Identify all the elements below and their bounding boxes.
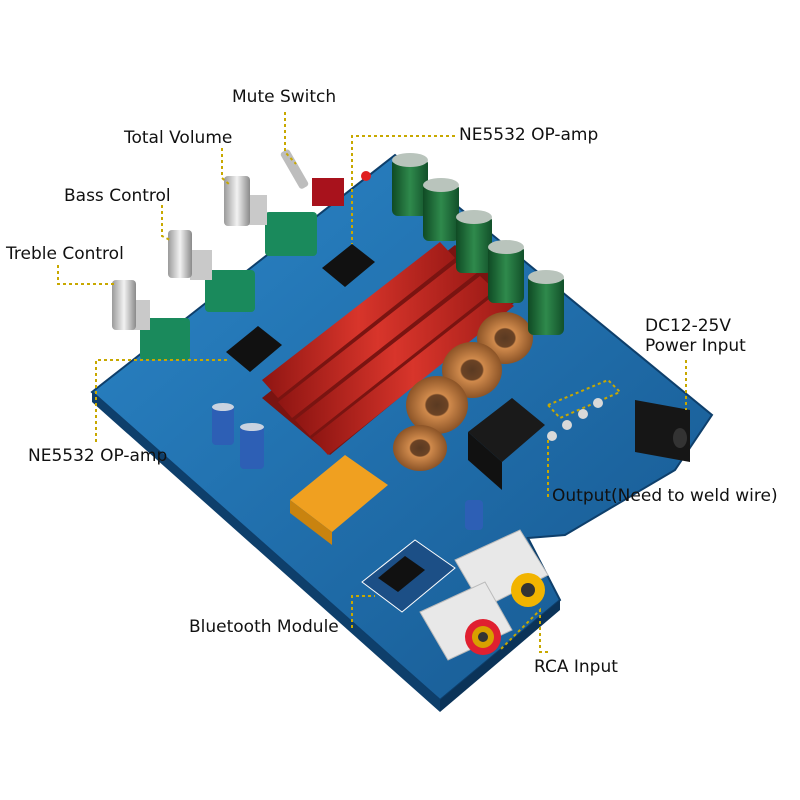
label-opamp-left: NE5532 OP-amp bbox=[28, 446, 168, 466]
leader-rca bbox=[499, 607, 548, 653]
capacitors bbox=[212, 153, 564, 530]
dc-jack bbox=[635, 400, 690, 462]
leader-treble-control bbox=[57, 265, 115, 285]
mute-switch-part bbox=[280, 149, 371, 206]
leader-opamp-top bbox=[351, 135, 455, 244]
leader-mute-switch bbox=[284, 112, 297, 165]
label-power-input-voltage: DC12-25V bbox=[645, 316, 731, 336]
leader-total-volume bbox=[221, 148, 231, 186]
label-mute-switch: Mute Switch bbox=[232, 87, 337, 107]
leader-bass-control bbox=[161, 205, 171, 241]
leader-bluetooth bbox=[351, 595, 375, 628]
opamp-chips bbox=[226, 244, 375, 372]
bluetooth-module-part bbox=[361, 539, 456, 613]
rca-jacks bbox=[419, 529, 549, 661]
label-opamp-top: NE5532 OP-amp bbox=[459, 125, 599, 145]
potentiometers bbox=[112, 176, 317, 360]
inductor-coils bbox=[393, 312, 533, 471]
leader-opamp-left bbox=[95, 359, 228, 442]
leader-lines bbox=[57, 112, 687, 653]
relay bbox=[290, 455, 388, 545]
label-treble-control: Treble Control bbox=[6, 244, 124, 264]
label-power-input-text: Power Input bbox=[645, 336, 746, 356]
label-rca-input: RCA Input bbox=[534, 657, 618, 677]
label-power-input: DC12-25V Power Input bbox=[645, 316, 746, 356]
label-total-volume: Total Volume bbox=[124, 128, 233, 148]
label-bass-control: Bass Control bbox=[64, 186, 171, 206]
label-output: Output(Need to weld wire) bbox=[552, 486, 778, 506]
label-bluetooth-module: Bluetooth Module bbox=[189, 617, 339, 637]
heatsink bbox=[262, 242, 520, 455]
output-terminal-block bbox=[468, 378, 622, 490]
